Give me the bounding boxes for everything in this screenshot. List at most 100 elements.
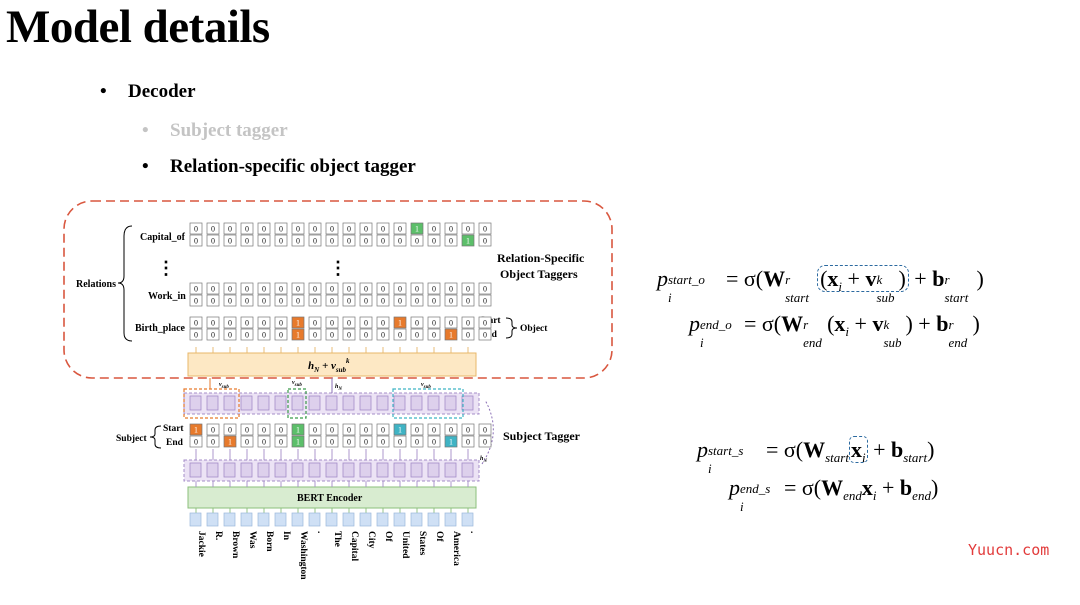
cell-value: 0: [313, 319, 317, 328]
token-label: Born: [264, 531, 274, 552]
cell-box: [444, 423, 458, 436]
birth-place-end-cell: 0: [325, 328, 339, 341]
work-in-start-cell: 0: [325, 282, 339, 295]
cell-value: 0: [466, 331, 470, 340]
capital-of-end-cell: 0: [189, 234, 203, 247]
cell-box: [461, 282, 475, 295]
token-label: Was: [247, 531, 257, 549]
cell-box: [257, 328, 271, 341]
capital-of-end-cell: 0: [274, 234, 288, 247]
cell-value: 0: [228, 285, 232, 294]
cell-box: [461, 222, 475, 235]
cell-box: [240, 282, 254, 295]
hidden-cell: [393, 462, 406, 478]
cell-box: [189, 435, 203, 448]
cell-box: [240, 423, 254, 436]
cell-box: [427, 316, 441, 329]
token-embedding: [376, 512, 389, 527]
cell-box: [240, 222, 254, 235]
capital-of-start-cell: 0: [291, 222, 305, 235]
cell-value: 0: [211, 225, 215, 234]
capital-of-end-cell: 0: [376, 234, 390, 247]
token-embedding: [427, 512, 440, 527]
eq-sup: r: [803, 317, 809, 332]
cell-box: [240, 316, 254, 329]
cell-box: [325, 222, 339, 235]
cell-value: 0: [381, 426, 385, 435]
cell-box: [376, 316, 390, 329]
cell-box: [274, 423, 288, 436]
work-in-start-cell: 0: [223, 282, 237, 295]
relation-label-birth-place: Birth_place: [135, 323, 186, 334]
cell-value: 0: [245, 319, 249, 328]
capital-of-start-cell: 0: [240, 222, 254, 235]
birth-place-end-cell: 0: [240, 328, 254, 341]
subject-end-cell: 0: [393, 435, 407, 448]
birth-place-start-cell: 0: [206, 316, 220, 329]
cell-value: 0: [347, 225, 351, 234]
birth-place-end-cell: 0: [376, 328, 390, 341]
capital-of-end-cell: 0: [478, 234, 492, 247]
cell-value: 0: [398, 285, 402, 294]
cell-value: 0: [245, 225, 249, 234]
cell-value: 0: [483, 331, 487, 340]
cell-box: [359, 282, 373, 295]
hidden-cell: [325, 462, 338, 478]
birth-place-start-cell: 0: [478, 316, 492, 329]
cell-box: [240, 294, 254, 307]
work-in-end-cell: 0: [240, 294, 254, 307]
cell-value: 0: [466, 426, 470, 435]
cell-value: 0: [245, 237, 249, 246]
capital-of-end-cell: 0: [291, 234, 305, 247]
subject-start-cell: 0: [223, 423, 237, 436]
cell-box: [206, 234, 220, 247]
work-in-end-cell: 0: [223, 294, 237, 307]
token-embedding: [444, 512, 457, 527]
token-embedding: [206, 512, 219, 527]
cell-box: [376, 435, 390, 448]
cell-value: 0: [483, 237, 487, 246]
cell-value: 0: [432, 297, 436, 306]
cell-box: [376, 294, 390, 307]
cell-value: 0: [415, 438, 419, 447]
birth-place-start-cell: 1: [393, 316, 407, 329]
hidden-cell: [342, 395, 355, 411]
subject-end-cell: 0: [376, 435, 390, 448]
work-in-end-cell: 0: [308, 294, 322, 307]
cell-box: [257, 294, 271, 307]
capital-of-start-cell: 0: [427, 222, 441, 235]
capital-of-end-cell: 0: [206, 234, 220, 247]
hidden-cell: [444, 395, 457, 411]
cell-box: [393, 423, 407, 436]
cell-box: [461, 328, 475, 341]
cell-box: [461, 316, 475, 329]
eq-sub: end: [843, 488, 862, 503]
cell-value: 0: [466, 297, 470, 306]
cell-value: 0: [381, 225, 385, 234]
work-in-end-cell: 0: [393, 294, 407, 307]
vertical-dots-mid: ⋮: [329, 258, 347, 278]
cell-box: [427, 234, 441, 247]
cell-box: [325, 294, 339, 307]
cell-box: [308, 316, 322, 329]
cell-box: [240, 234, 254, 247]
capital-of-end-cell: 0: [223, 234, 237, 247]
cell-box: [376, 282, 390, 295]
bullet-object-tagger: •Relation-specific object tagger: [142, 156, 416, 178]
cell-box: [444, 435, 458, 448]
subject-end-cell: 0: [427, 435, 441, 448]
work-in-end-cell: 0: [427, 294, 441, 307]
cell-value: 0: [432, 438, 436, 447]
work-in-end-cell: 0: [274, 294, 288, 307]
eq-sub: end: [948, 335, 968, 350]
cell-value: 0: [364, 225, 368, 234]
birth-place-end-cell: 0: [342, 328, 356, 341]
cell-box: [393, 328, 407, 341]
work-in-start-cell: 0: [189, 282, 203, 295]
capital-of-end-cell: 0: [257, 234, 271, 247]
token-label: .: [468, 531, 478, 533]
cell-value: 0: [381, 331, 385, 340]
work-in-end-cell: 0: [325, 294, 339, 307]
cell-value: 0: [279, 225, 283, 234]
birth-place-end-cell: 0: [223, 328, 237, 341]
